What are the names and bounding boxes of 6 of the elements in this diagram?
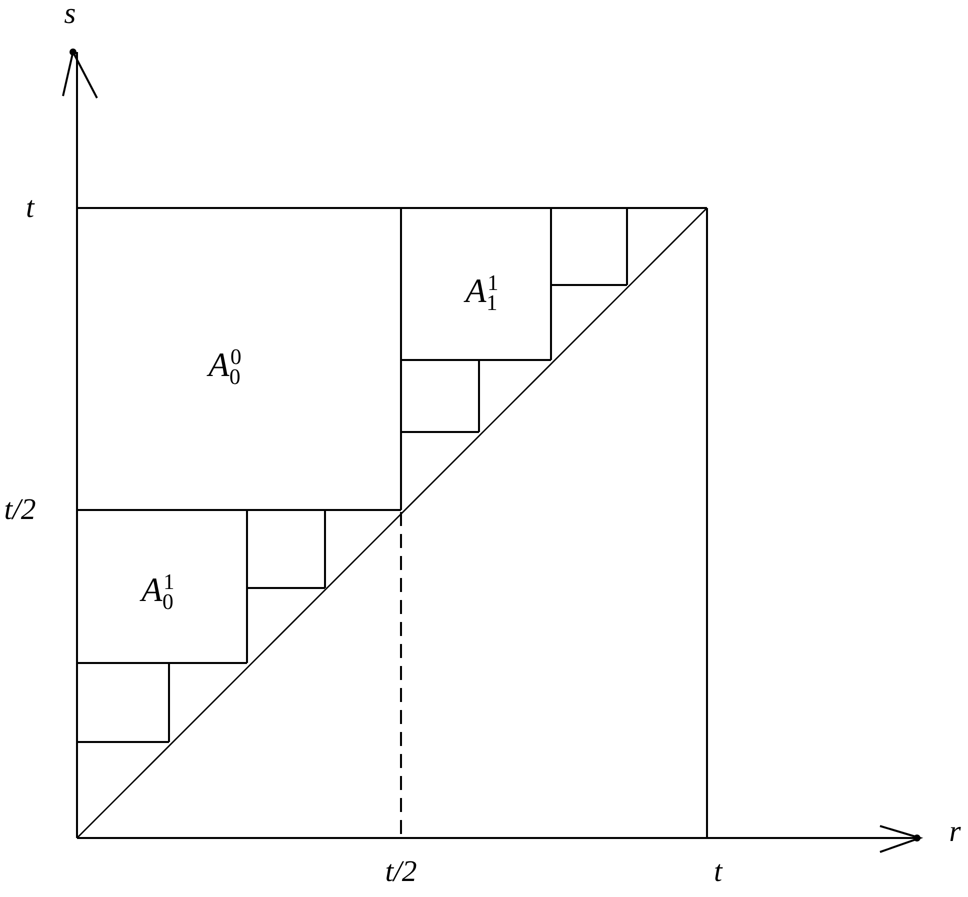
- axis-label: r: [949, 817, 961, 847]
- axis-label: t: [26, 193, 34, 223]
- axis-label: s: [64, 0, 76, 29]
- axis-label: t/2: [4, 495, 36, 525]
- axis-label: t/2: [385, 857, 417, 887]
- axis-label: t: [714, 857, 722, 887]
